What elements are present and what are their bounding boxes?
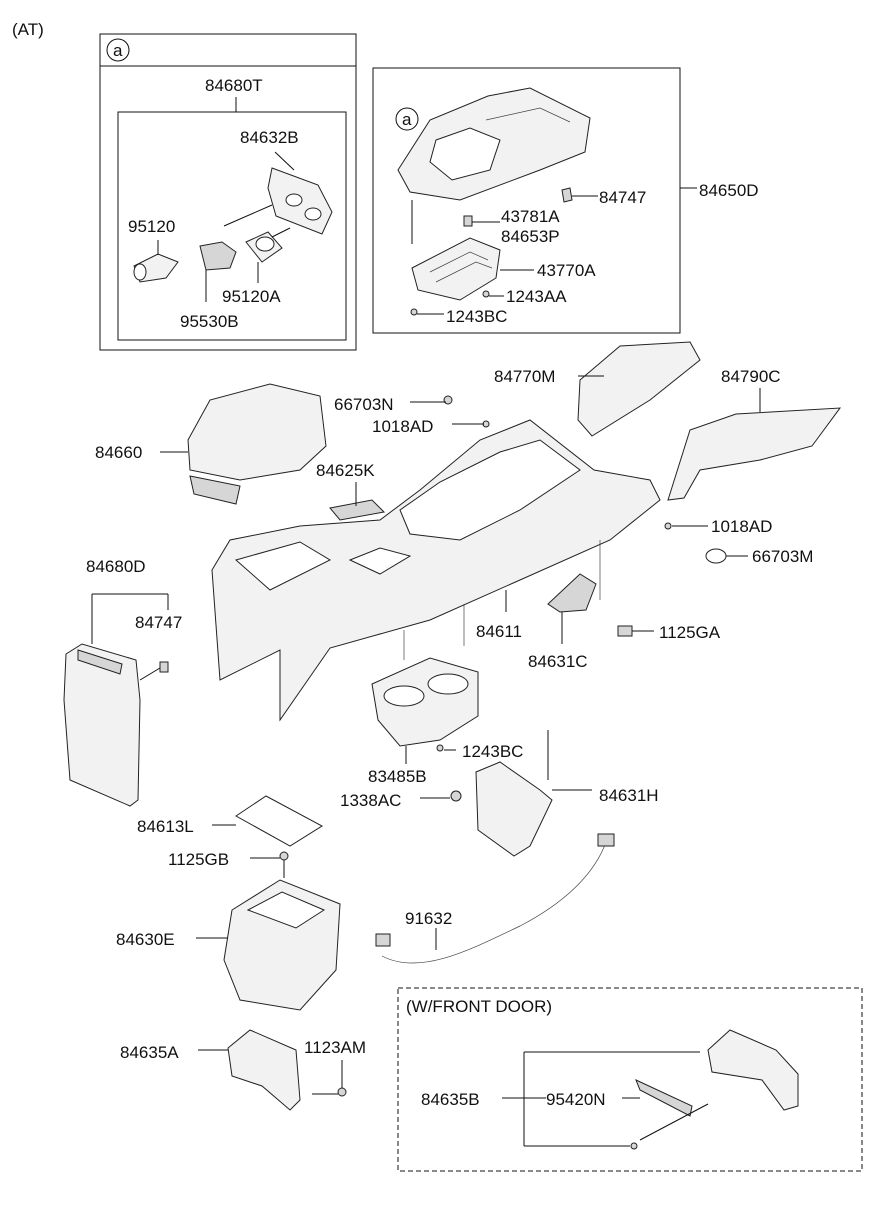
shift-indicator-43770A: [411, 237, 501, 301]
label-95120A: 95120A: [222, 287, 281, 306]
side-trim-84790C: [667, 407, 842, 501]
label-84613L: 84613L: [137, 817, 194, 836]
group-marker-a: a: [113, 41, 123, 60]
plug-66703M: [705, 548, 727, 564]
part-labels: 84680T 84632B 95120 95120A 95530B 84747 …: [86, 76, 813, 1109]
front-door-group: (W/FRONT DOOR): [397, 987, 863, 1172]
lighter-95120: [133, 240, 179, 283]
front-door-title: (W/FRONT DOOR): [406, 997, 552, 1016]
label-84611: 84611: [476, 622, 522, 641]
label-84631C: 84631C: [528, 652, 588, 671]
storage-box-84630E: [196, 851, 341, 1011]
group-box-shift: [372, 67, 681, 334]
screw-1018AD-right: [664, 522, 672, 530]
label-66703M: 66703M: [752, 547, 813, 566]
label-1125GA: 1125GA: [659, 623, 721, 642]
label-1338AC: 1338AC: [340, 791, 401, 810]
harness-91632: [375, 833, 615, 964]
inner-box-84680T: [117, 111, 347, 341]
screw-1243BC-mid: [436, 744, 444, 752]
bracket-84631C: [547, 573, 597, 613]
accessory-socket-group: a: [99, 33, 357, 351]
side-trim-84770M: [577, 341, 701, 437]
bracket-84631H: [420, 730, 592, 857]
label-84630E: 84630E: [116, 930, 175, 949]
label-84635A: 84635A: [120, 1043, 179, 1062]
label-1243BC-top: 1243BC: [446, 307, 507, 326]
switch-95530B: [199, 241, 237, 302]
label-84680T: 84680T: [205, 76, 263, 95]
label-84625K: 84625K: [316, 461, 375, 480]
label-84660: 84660: [95, 443, 142, 462]
screw-1123AM: [337, 1087, 347, 1097]
cup-holder-83485B: [371, 657, 479, 764]
plug-66703N: [443, 395, 453, 405]
clip-84747-top: [561, 187, 573, 203]
bar-95420N: [635, 1079, 693, 1117]
label-84747-top: 84747: [599, 188, 646, 207]
label-83485B: 83485B: [368, 767, 427, 786]
label-1018AD-left: 1018AD: [372, 417, 433, 436]
label-1243BC-mid: 1243BC: [462, 742, 523, 761]
bolt-1125GA: [617, 625, 633, 637]
label-84650D: 84650D: [699, 181, 759, 200]
label-1243AA: 1243AA: [506, 287, 567, 306]
bolt-1125GB: [279, 851, 289, 861]
armrest-84660: [160, 383, 327, 505]
group-box-a: [99, 33, 357, 351]
label-95420N: 95420N: [546, 1090, 606, 1109]
label-84632B: 84632B: [240, 128, 299, 147]
label-43781A: 43781A: [501, 207, 560, 226]
label-84635B: 84635B: [421, 1090, 480, 1109]
label-84770M: 84770M: [494, 367, 555, 386]
bracket-84635A: [198, 1029, 347, 1111]
side-panel-84680D: [63, 593, 169, 807]
label-95530B: 95530B: [180, 312, 239, 331]
label-84653P: 84653P: [501, 227, 560, 246]
bracket-84635B: [707, 1029, 799, 1111]
label-1123AM: 1123AM: [304, 1038, 366, 1057]
label-84747-mid: 84747: [135, 613, 182, 632]
label-91632: 91632: [405, 909, 452, 928]
front-door-box: [397, 987, 863, 1172]
power-socket-95120A: [245, 227, 291, 283]
label-84680D: 84680D: [86, 557, 146, 576]
label-66703N: 66703N: [334, 395, 394, 414]
label-43770A: 43770A: [537, 261, 596, 280]
label-1125GB: 1125GB: [168, 850, 229, 869]
nut-1338AC: [450, 790, 462, 802]
label-1018AD-right: 1018AD: [711, 517, 772, 536]
label-84631H: 84631H: [599, 786, 659, 805]
shift-box-marker: a: [402, 110, 412, 129]
pad-84625K: [329, 499, 386, 521]
circle-marker-a: [106, 38, 130, 62]
label-84790C: 84790C: [721, 367, 781, 386]
console-body-84611: [211, 395, 727, 722]
variant-label: (AT): [12, 20, 44, 39]
circle-marker-shift: [395, 107, 419, 131]
clip-84747-mid: [159, 661, 169, 673]
shift-console-group: a: [372, 67, 697, 334]
label-95120: 95120: [128, 217, 175, 236]
mat-84613L: [235, 795, 323, 847]
